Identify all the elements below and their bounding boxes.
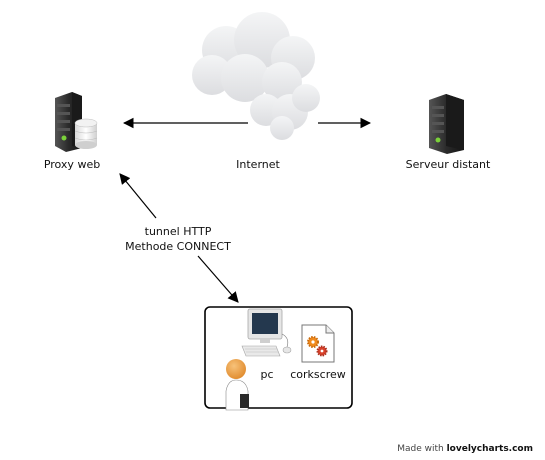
server-icon: [429, 94, 464, 154]
edge-label-tunnel-line1: tunnel HTTP: [144, 225, 212, 238]
credit-prefix: Made with: [397, 444, 447, 454]
node-label-corkscrew: corkscrew: [290, 368, 346, 381]
node-label-internet: Internet: [236, 158, 280, 171]
arrow-tunnel-down: [197, 255, 239, 303]
gear-icon: [307, 336, 319, 348]
database-icon: [74, 118, 98, 149]
credit-brand[interactable]: lovelycharts.com: [446, 444, 533, 454]
node-label-server: Serveur distant: [405, 158, 491, 171]
node-label-pc: pc: [260, 368, 274, 381]
edge-label-tunnel-line2: Methode CONNECT: [125, 240, 231, 253]
gear-icon: [316, 345, 328, 357]
node-label-proxy: Proxy web: [43, 158, 101, 171]
user-icon: [225, 359, 249, 411]
cloud-icon: [192, 12, 320, 140]
arrow-tunnel-up: [119, 173, 157, 219]
credit: Made with lovelycharts.com: [397, 444, 533, 454]
computer-icon: [241, 308, 292, 357]
